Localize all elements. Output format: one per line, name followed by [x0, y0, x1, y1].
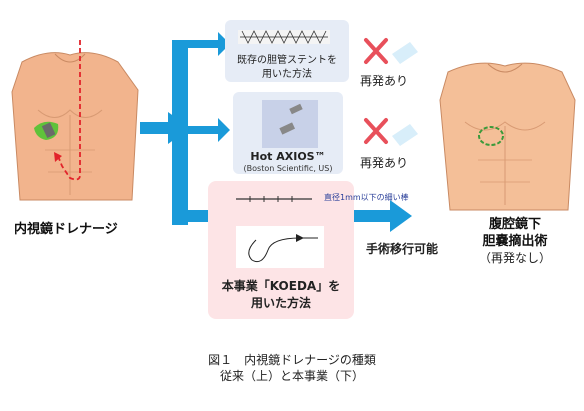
axios-option-text: Hot AXIOS™ (Boston Scientific, US) [233, 150, 343, 174]
endoscope-path [57, 40, 81, 181]
caption-line2: 従来（上）と本事業（下） [219, 369, 364, 383]
stent-result: 再発あり [360, 74, 409, 88]
caption-line1: 図１ 内視鏡ドレナージの種類 [208, 353, 376, 367]
right-label-line2: 胆嚢摘出術 [482, 234, 548, 249]
koeda-option-text: 本事業「KOEDA」を 用いた方法 [208, 278, 354, 312]
stent-text-line1: 既存の胆管ステントを [237, 55, 337, 66]
cross-icon [364, 118, 418, 146]
cross-icon [364, 38, 418, 64]
right-figure-label: 腹腔鏡下 胆嚢摘出術 （再発なし） [462, 216, 568, 267]
axios-maker: (Boston Scientific, US) [243, 164, 333, 173]
stent-option-text: 既存の胆管ステントを 用いた方法 [225, 54, 349, 82]
koeda-result: 手術移行可能 [366, 242, 439, 256]
koeda-rod-image [236, 196, 312, 202]
left-torso-illustration [11, 40, 139, 201]
koeda-text-line1: 本事業「KOEDA」を [221, 279, 341, 293]
right-label-line3: （再発なし） [478, 251, 551, 265]
koeda-text-line2: 用いた方法 [250, 296, 311, 310]
surgery-site-marker [478, 126, 504, 146]
figure-caption: 図１ 内視鏡ドレナージの種類 従来（上）と本事業（下） [0, 352, 584, 384]
right-torso-illustration [439, 62, 576, 211]
stent-marker [41, 122, 56, 139]
koeda-device-image [236, 226, 324, 268]
axios-result: 再発あり [360, 156, 409, 170]
left-figure-label: 内視鏡ドレナージ [14, 222, 118, 237]
stent-image [238, 30, 330, 44]
stent-text-line2: 用いた方法 [262, 69, 312, 80]
right-label-line1: 腹腔鏡下 [488, 217, 541, 232]
axios-brand: Hot AXIOS™ [250, 150, 326, 163]
axios-image [262, 100, 318, 148]
koeda-rod-note: 直径1mm以下の細い棒 [324, 193, 409, 202]
